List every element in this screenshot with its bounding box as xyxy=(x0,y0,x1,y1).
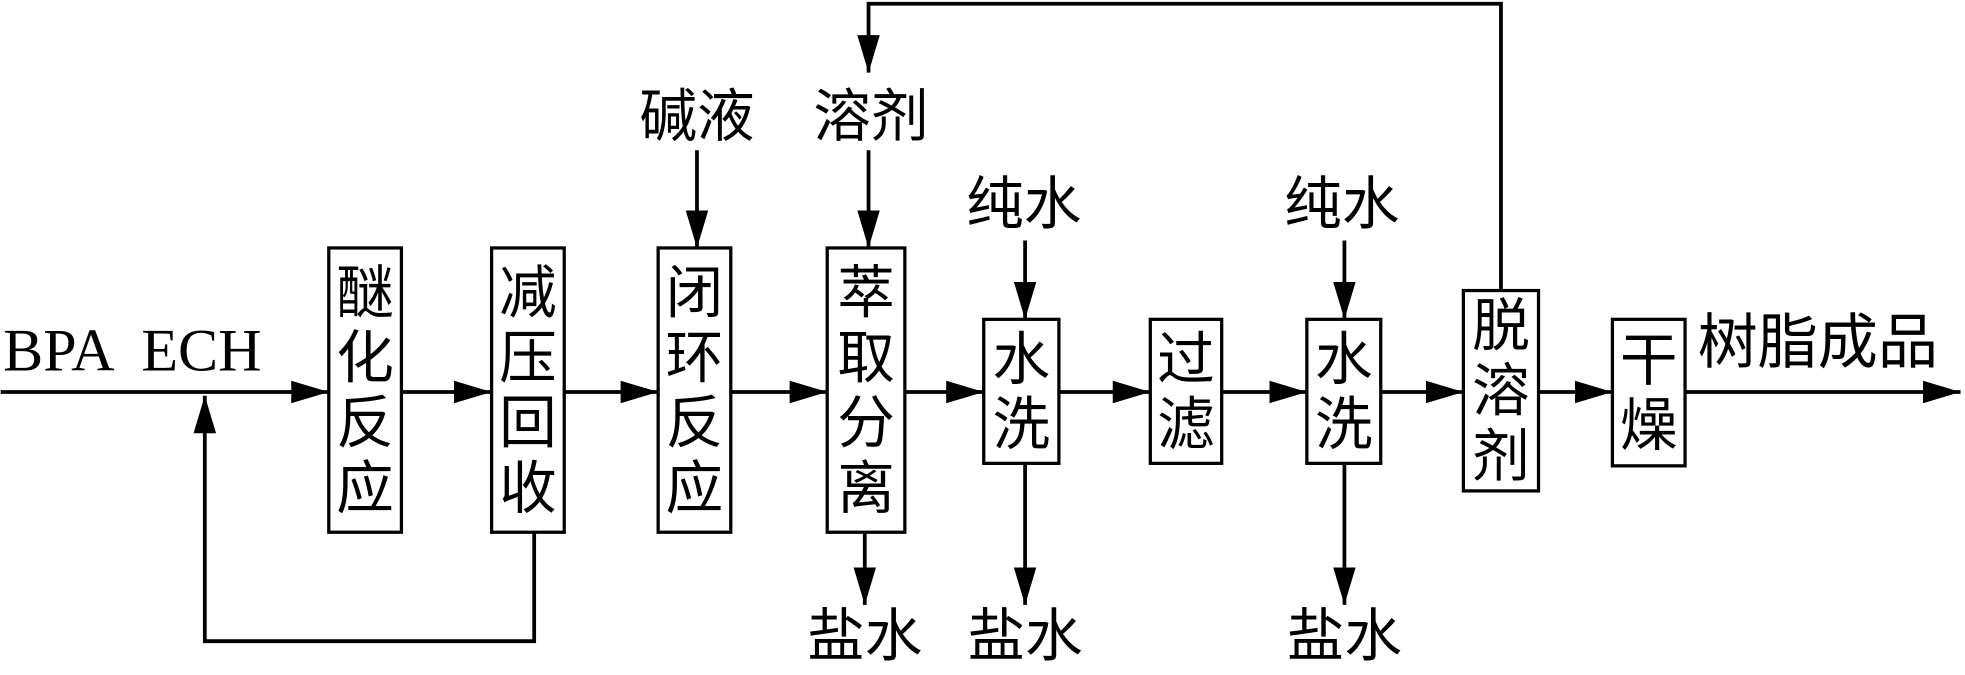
step-desolvation: 脱溶剂 xyxy=(1461,288,1541,493)
step-label-desolvation: 脱溶剂 xyxy=(1472,292,1530,489)
step-label-char: 洗 xyxy=(1315,390,1373,457)
step-label-char: 离 xyxy=(837,454,895,521)
step-water-wash-2: 水洗 xyxy=(1305,317,1383,465)
step-label-char: 环 xyxy=(666,324,724,391)
step-box-extraction-separation xyxy=(825,246,907,534)
step-box-drying xyxy=(1610,317,1687,468)
step-label-char: 应 xyxy=(336,454,394,521)
step-label-etherification: 醚化反应 xyxy=(336,259,394,521)
step-label-char: 脱 xyxy=(1472,292,1530,359)
product-label: 树脂成品 xyxy=(1698,308,1938,378)
step-label-water-wash-1: 水洗 xyxy=(993,325,1051,457)
step-drying: 干燥 xyxy=(1610,317,1687,468)
step-water-wash-1: 水洗 xyxy=(982,317,1061,465)
step-label-char: 水 xyxy=(993,325,1051,392)
input-label-pure-water-1: 纯水 xyxy=(966,171,1081,238)
step-label-char: 压 xyxy=(499,324,557,391)
step-box-filtration xyxy=(1148,317,1224,465)
step-filtration: 过滤 xyxy=(1148,317,1224,465)
step-label-ring-closure: 闭环反应 xyxy=(666,259,724,521)
step-box-vacuum-recovery xyxy=(489,246,566,534)
step-label-char: 滤 xyxy=(1157,390,1215,457)
step-label-char: 回 xyxy=(499,389,557,456)
recycle-arrow-desolvation-to-solvent xyxy=(857,1,1503,291)
step-ring-closure: 闭环反应 xyxy=(656,246,733,534)
step-box-water-wash-1 xyxy=(982,317,1061,465)
step-label-char: 燥 xyxy=(1620,392,1678,459)
step-extraction-separation: 萃取分离 xyxy=(825,246,907,534)
feed-label: BPA ECH xyxy=(3,318,261,385)
step-label-water-wash-2: 水洗 xyxy=(1315,325,1373,457)
input-label-pure-water-2: 纯水 xyxy=(1284,171,1399,238)
output-label-brine-wash-2: 盐水 xyxy=(1287,603,1402,670)
step-label-char: 分 xyxy=(837,389,895,456)
step-label-char: 反 xyxy=(336,389,394,456)
step-label-extraction-separation: 萃取分离 xyxy=(837,259,895,521)
input-label-alkali-solution: 碱液 xyxy=(639,83,754,150)
recycle-arrow-recovery-to-feed xyxy=(193,395,537,644)
step-label-char: 水 xyxy=(1315,325,1373,392)
step-label-char: 减 xyxy=(499,259,557,326)
step-label-char: 化 xyxy=(336,324,394,391)
step-label-char: 萃 xyxy=(837,259,895,326)
step-label-char: 过 xyxy=(1157,325,1215,392)
step-box-etherification xyxy=(327,246,404,534)
step-box-desolvation xyxy=(1461,288,1541,493)
step-label-char: 应 xyxy=(666,454,724,521)
step-label-char: 醚 xyxy=(336,259,394,326)
step-label-vacuum-recovery: 减压回收 xyxy=(499,259,557,521)
step-label-char: 洗 xyxy=(993,390,1051,457)
step-label-char: 取 xyxy=(837,324,895,391)
output-label-brine-extraction: 盐水 xyxy=(807,603,922,670)
step-label-char: 反 xyxy=(666,389,724,456)
step-box-ring-closure xyxy=(656,246,733,534)
output-label-brine-wash-1: 盐水 xyxy=(967,603,1082,670)
step-label-char: 收 xyxy=(499,454,557,521)
step-vacuum-recovery: 减压回收 xyxy=(489,246,566,534)
step-label-char: 溶 xyxy=(1472,357,1530,424)
step-label-filtration: 过滤 xyxy=(1157,325,1215,457)
step-etherification: 醚化反应 xyxy=(327,246,404,534)
step-label-char: 干 xyxy=(1620,327,1678,394)
input-label-solvent: 溶剂 xyxy=(813,83,928,150)
step-label-char: 闭 xyxy=(666,259,724,326)
step-label-drying: 干燥 xyxy=(1620,327,1678,459)
step-label-char: 剂 xyxy=(1472,422,1530,489)
